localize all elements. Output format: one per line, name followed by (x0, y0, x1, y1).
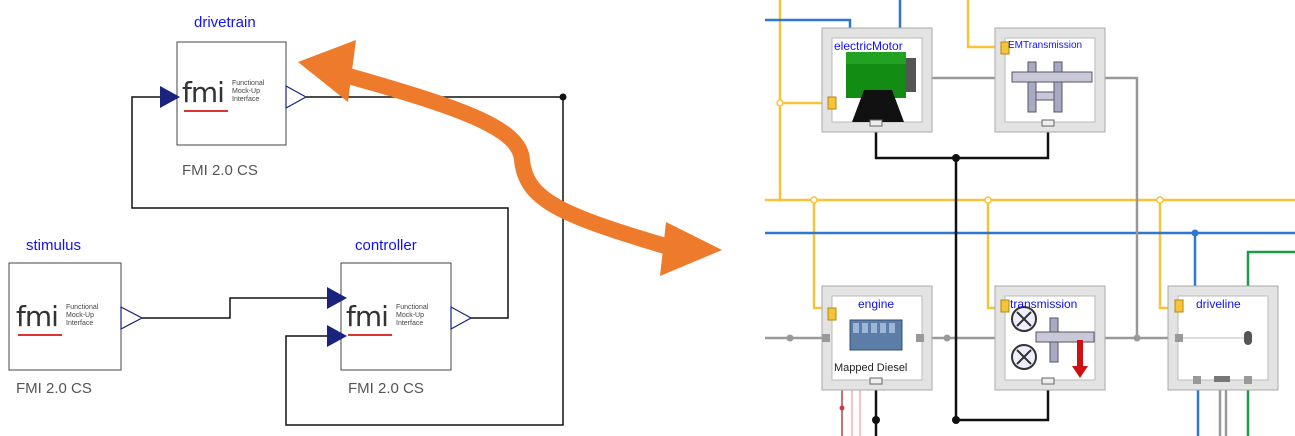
fmi-logo-line3: Interface (232, 96, 260, 103)
stimulus-output-port[interactable] (120, 306, 144, 330)
engine-component[interactable] (821, 285, 933, 391)
engine-label: engine (858, 297, 895, 311)
signal-wires (131, 96, 564, 426)
EMTransmission-label: EMTransmission (1008, 40, 1083, 51)
right-modelica-diagram (765, 0, 1295, 436)
red-wires (841, 384, 861, 436)
drivetrain-subtitle: FMI 2.0 CS (182, 162, 258, 179)
controller-output-port[interactable] (450, 305, 473, 331)
controller-input2-port[interactable] (327, 325, 347, 347)
fmi-logo-line3: Interface (396, 320, 424, 327)
wire-stimulus-to-controller (142, 297, 333, 319)
fmi-logo-line1: Functional (66, 304, 99, 311)
stimulus-block[interactable] (8, 262, 122, 371)
EMTransmission-component[interactable] (994, 27, 1106, 133)
left-fmi-diagram (8, 41, 567, 426)
fmi-logo-line2: Mock-Up (66, 312, 95, 319)
engine-caption: Mapped Diesel (834, 362, 908, 374)
drivetrain-input-port[interactable] (160, 86, 180, 108)
drivetrain-title: drivetrain (194, 14, 256, 31)
fmi-logo-text: fmi (16, 300, 59, 333)
fmi-logo-line2: Mock-Up (232, 88, 261, 95)
fmi-logo-line2: Mock-Up (396, 312, 425, 319)
controller-subtitle: FMI 2.0 CS (348, 380, 424, 397)
fmi-logo-line1: Functional (232, 80, 265, 87)
electricMotor-label: electricMotor (834, 39, 903, 53)
fmi-logo-line3: Interface (66, 320, 94, 327)
controller-block[interactable] (340, 262, 452, 371)
stimulus-title: stimulus (26, 237, 82, 254)
drivetrain-block[interactable] (176, 41, 287, 146)
black-wires (874, 126, 1050, 436)
fmi-logo-line1: Functional (396, 304, 429, 311)
driveline-component[interactable] (1167, 285, 1279, 391)
stimulus-subtitle: FMI 2.0 CS (16, 380, 92, 397)
driveline-label: driveline (1196, 297, 1241, 311)
controller-title: controller (355, 237, 417, 254)
fmi-logo-text: fmi (182, 76, 225, 109)
controller-input1-port[interactable] (327, 287, 347, 309)
transmission-label: transmission (1010, 297, 1078, 311)
wire-drivetrain-to-controller-input2 (285, 96, 564, 426)
electricMotor-component[interactable] (821, 27, 933, 133)
wire-controller-to-drivetrain (131, 96, 509, 319)
junction-dot (559, 93, 567, 101)
transmission-component[interactable] (994, 285, 1106, 391)
orange-double-arrow (298, 40, 722, 276)
fmi-logo-text: fmi (346, 300, 389, 333)
drivetrain-output-port[interactable] (285, 84, 308, 110)
gray-shaft-wires (765, 76, 1228, 436)
